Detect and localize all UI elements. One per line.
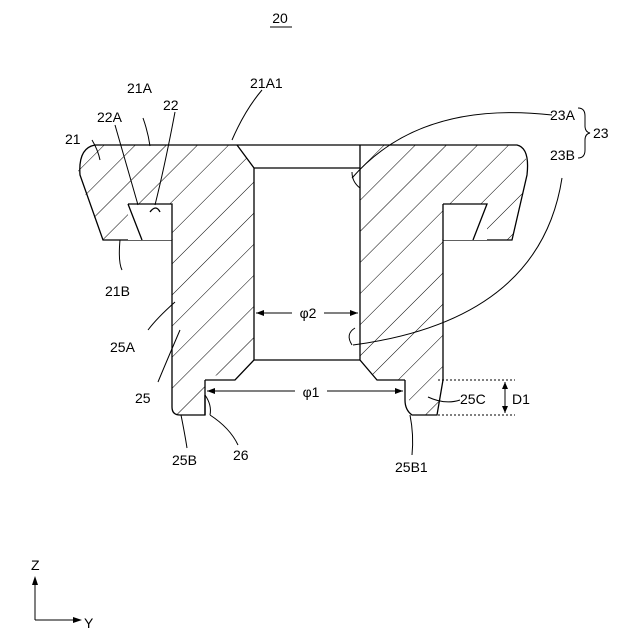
- axis-z-label: Z: [31, 557, 40, 573]
- groove-right: [443, 204, 487, 240]
- label-23B: 23B: [550, 147, 575, 163]
- label-21A: 21A: [127, 80, 153, 96]
- notch-23B: [349, 328, 355, 345]
- dimension-phi2: φ2: [256, 303, 358, 321]
- label-23A: 23A: [550, 107, 576, 123]
- notch-23A: [352, 172, 360, 188]
- label-25C: 25C: [460, 391, 486, 407]
- axis-z-arrow: [32, 576, 38, 585]
- label-22: 22: [163, 97, 179, 113]
- label-22A: 22A: [97, 109, 123, 125]
- D1-label: D1: [512, 391, 530, 407]
- groove-left: [128, 204, 172, 240]
- label-25B: 25B: [172, 452, 197, 468]
- axis-y-arrow: [73, 617, 82, 623]
- label-26: 26: [233, 447, 249, 463]
- phi2-label: φ2: [300, 305, 317, 321]
- dimension-phi1: φ1: [207, 382, 403, 400]
- label-25: 25: [135, 390, 151, 406]
- reference-labels: 21 21A 21A1 22A 22 23A 23 23B 21B 25A 25…: [65, 75, 609, 475]
- figure-number-text: 20: [272, 10, 288, 26]
- notch-26: [205, 395, 210, 415]
- figure-number: 20: [270, 10, 292, 27]
- label-21B: 21B: [105, 283, 130, 299]
- label-25A: 25A: [110, 339, 136, 355]
- label-23: 23: [593, 125, 609, 141]
- brace-23: [578, 108, 590, 158]
- phi1-label: φ1: [303, 384, 320, 400]
- label-21: 21: [65, 131, 81, 147]
- label-25B1: 25B1: [395, 459, 428, 475]
- label-21A1: 21A1: [250, 75, 283, 91]
- axis-y-label: Y: [84, 615, 94, 631]
- axes-indicator: Z Y: [31, 557, 94, 631]
